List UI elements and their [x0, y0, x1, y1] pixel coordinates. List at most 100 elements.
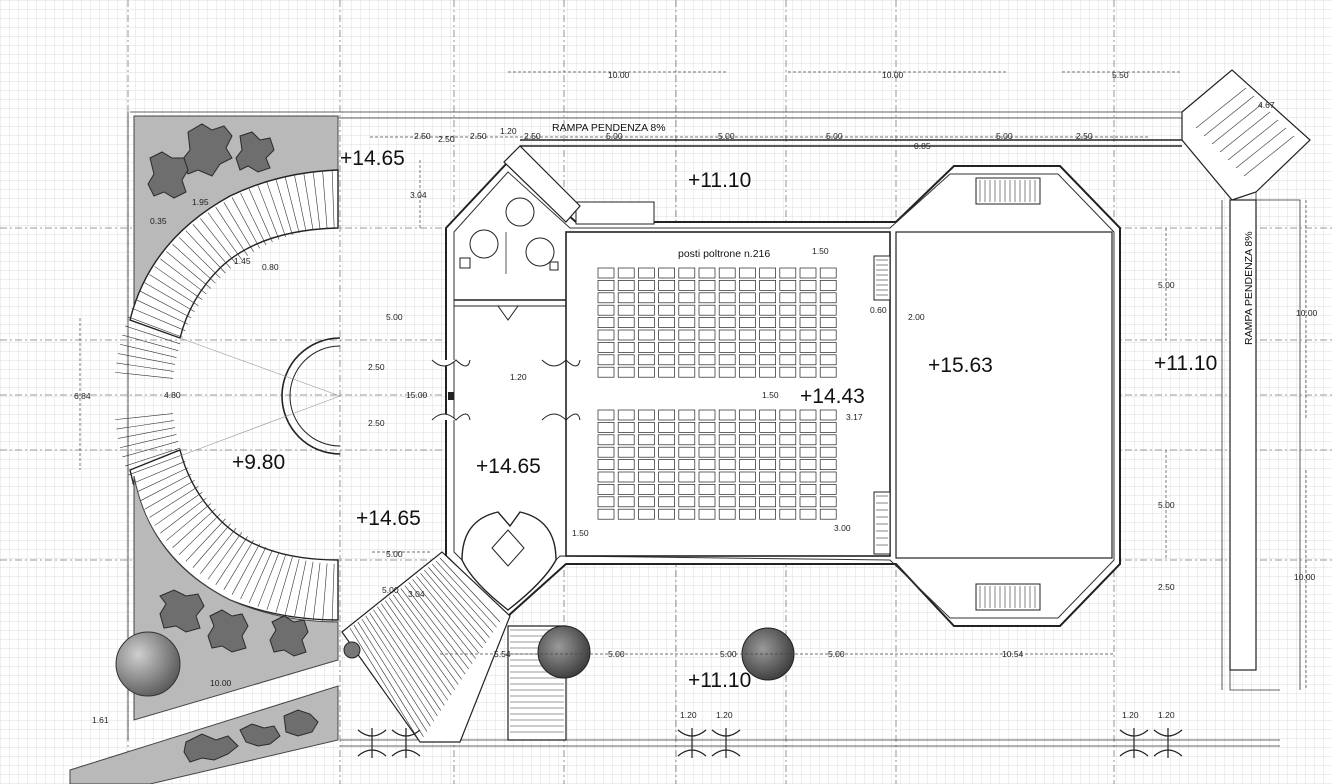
seat — [718, 329, 736, 341]
dim-b-500c: 5.00 — [608, 649, 625, 659]
seat — [617, 366, 635, 378]
seat — [759, 496, 776, 508]
seat — [759, 434, 776, 446]
dim-l-120: 1.20 — [510, 372, 527, 382]
seat — [739, 422, 756, 433]
seat — [759, 292, 776, 304]
seat — [739, 409, 756, 421]
dim-row-9: 5.00 — [996, 131, 1013, 141]
seat — [819, 267, 837, 279]
seat — [658, 471, 675, 483]
seat — [698, 342, 716, 353]
seat — [617, 484, 635, 495]
seat — [799, 304, 817, 316]
level-hall: +14.43 — [800, 385, 865, 408]
seat — [759, 459, 776, 470]
ramp-top-label: RAMPA PENDENZA 8% — [552, 122, 666, 134]
seat — [678, 329, 696, 341]
seat — [799, 280, 817, 291]
ramp-top: RAMPA PENDENZA 8% — [520, 69, 1311, 201]
seat — [739, 471, 756, 483]
dim-row-5: 2.50 — [524, 131, 541, 141]
seat — [597, 434, 615, 446]
seat — [597, 354, 615, 366]
side-stair-bottom — [873, 491, 891, 555]
seat — [779, 317, 797, 328]
dim-145: 1.45 — [234, 256, 251, 266]
seat — [718, 409, 736, 421]
seat — [597, 280, 615, 291]
seat — [819, 471, 837, 483]
seat — [759, 366, 776, 378]
seat — [698, 292, 716, 304]
dim-top-2: 10.00 — [882, 70, 904, 80]
dim-row-1: 2.50 — [414, 131, 431, 141]
seat — [597, 317, 615, 328]
seat — [819, 342, 837, 353]
seat — [819, 434, 837, 446]
seat — [658, 317, 675, 328]
seat — [678, 280, 696, 291]
dim-top-1: 10.00 — [608, 70, 630, 80]
seat — [718, 292, 736, 304]
heart-stair — [461, 511, 557, 611]
level-top-center: +11.10 — [688, 169, 751, 192]
seat — [638, 409, 655, 421]
seat — [819, 366, 837, 378]
seat — [799, 317, 817, 328]
seat — [698, 471, 716, 483]
seat — [617, 317, 635, 328]
seat — [617, 354, 635, 366]
seat — [678, 471, 696, 483]
seat — [739, 496, 756, 508]
tree-4 — [343, 641, 361, 659]
seat — [597, 508, 615, 520]
seat — [678, 409, 696, 421]
seat — [678, 366, 696, 378]
seat — [759, 508, 776, 520]
dim-b-500d: 5.00 — [720, 649, 737, 659]
seat — [658, 366, 675, 378]
dim-row-2: 2.50 — [438, 134, 455, 144]
seat — [597, 459, 615, 470]
dim-b-120c: 1.20 — [1122, 710, 1139, 720]
seat — [698, 409, 716, 421]
dim-150a: 1.50 — [812, 246, 829, 256]
seat — [617, 508, 635, 520]
seat — [718, 508, 736, 520]
seat — [678, 508, 696, 520]
seat — [678, 317, 696, 328]
dim-l-250b: 2.50 — [368, 418, 385, 428]
dim-l-150b: 1.50 — [762, 390, 779, 400]
seat — [638, 484, 655, 495]
dim-b-500b: 5.00 — [382, 585, 399, 595]
seat — [779, 329, 797, 341]
seat — [799, 342, 817, 353]
seat — [799, 409, 817, 421]
bush-5 — [207, 609, 249, 653]
stair-bottom-left — [341, 551, 567, 743]
seat — [739, 342, 756, 353]
seat — [718, 459, 736, 470]
dim-row-6: 5.00 — [606, 131, 623, 141]
seat — [698, 267, 716, 279]
dim-r-250: 2.50 — [1158, 582, 1175, 592]
dim-l-317: 3.17 — [846, 412, 863, 422]
seat — [779, 434, 797, 446]
seat — [678, 342, 696, 353]
seat — [658, 508, 675, 520]
seat — [597, 422, 615, 433]
seat — [638, 267, 655, 279]
seat — [678, 496, 696, 508]
bush-2 — [235, 131, 275, 173]
seat — [799, 292, 817, 304]
seat — [739, 459, 756, 470]
seat — [759, 446, 776, 458]
bush-8 — [239, 723, 281, 747]
seat — [658, 459, 675, 470]
upper-stair — [575, 201, 655, 225]
seat — [718, 342, 736, 353]
level-bottom: +11.10 — [688, 669, 751, 692]
seat — [819, 422, 837, 433]
seat — [597, 329, 615, 341]
